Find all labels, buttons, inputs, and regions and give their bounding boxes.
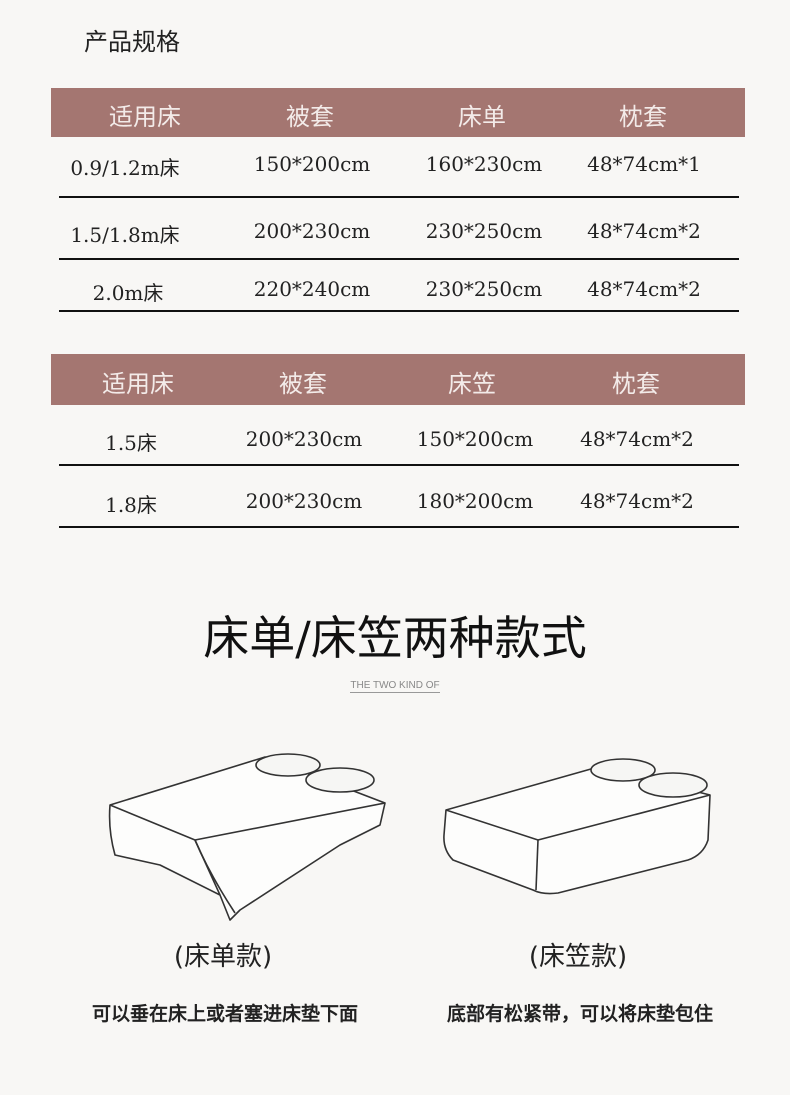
divider	[59, 258, 739, 260]
divider	[59, 310, 739, 312]
header-cell: 枕套	[619, 103, 667, 131]
cell: 200*230cm	[253, 219, 371, 243]
cell: 180*200cm	[416, 489, 534, 513]
fitted-sheet-caption: (床笠款)	[528, 942, 628, 972]
header-cell: 枕套	[612, 370, 660, 398]
flat-sheet-caption: (床单款)	[173, 942, 273, 972]
cell: 200*230cm	[245, 427, 363, 451]
header-cell: 床笠	[448, 370, 496, 398]
cell: 200*230cm	[245, 489, 363, 513]
header-cell: 被套	[286, 103, 334, 131]
section-heading: 床单/床笠两种款式	[203, 611, 587, 665]
header-cell: 被套	[279, 370, 327, 398]
cell: 220*240cm	[253, 277, 371, 301]
cell: 48*74cm*1	[587, 152, 701, 176]
header-cell: 床单	[458, 103, 506, 131]
section-subheading: THE TWO KIND OF	[0, 680, 790, 693]
table2-header: 适用床 被套 床笠 枕套	[51, 354, 745, 405]
cell: 160*230cm	[425, 152, 543, 176]
cell: 150*200cm	[253, 152, 371, 176]
header-cell: 适用床	[102, 370, 174, 398]
flat-sheet-bed-illustration	[108, 753, 386, 921]
cell: 48*74cm*2	[580, 427, 694, 451]
flat-sheet-description: 可以垂在床上或者塞进床垫下面	[91, 1003, 359, 1025]
page-title: 产品规格	[84, 28, 180, 56]
divider	[59, 464, 739, 466]
cell: 230*250cm	[425, 277, 543, 301]
divider	[59, 526, 739, 528]
cell: 0.9/1.2m床	[70, 156, 180, 180]
fitted-sheet-bed-illustration	[443, 758, 711, 895]
subheading-text: THE TWO KIND OF	[350, 680, 440, 693]
cell: 150*200cm	[416, 427, 534, 451]
cell: 230*250cm	[425, 219, 543, 243]
table1-header: 适用床 被套 床单 枕套	[51, 88, 745, 137]
divider	[59, 196, 739, 198]
cell: 1.5/1.8m床	[70, 223, 180, 247]
cell: 48*74cm*2	[580, 489, 694, 513]
fitted-sheet-description: 底部有松紧带，可以将床垫包住	[446, 1003, 714, 1025]
cell: 1.5床	[105, 431, 157, 455]
header-cell: 适用床	[109, 103, 181, 131]
cell: 48*74cm*2	[587, 277, 701, 301]
cell: 2.0m床	[92, 281, 164, 305]
cell: 1.8床	[105, 493, 157, 517]
cell: 48*74cm*2	[587, 219, 701, 243]
